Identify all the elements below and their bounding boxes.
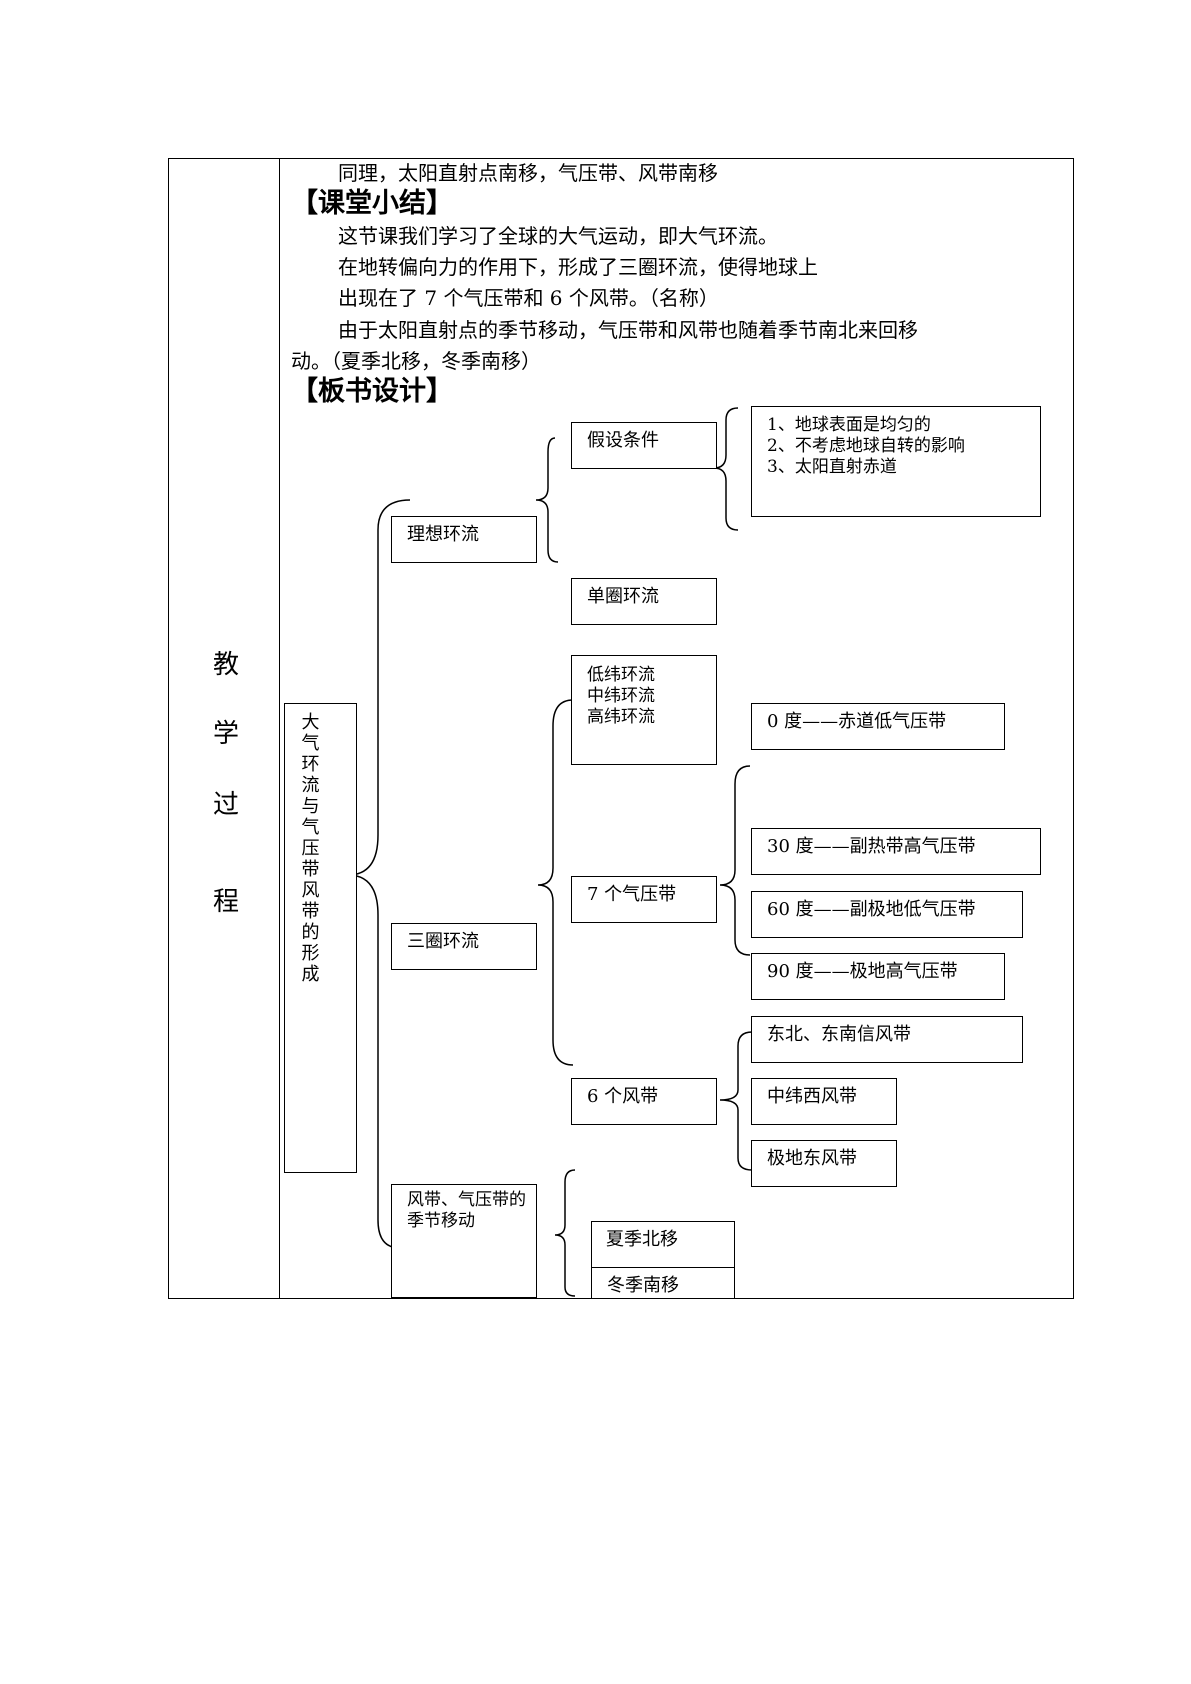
side-label-char: 教: [212, 650, 239, 680]
seasonal-brace: [554, 1169, 576, 1297]
root-label: 大气环流与气压带风带的形成: [301, 712, 320, 985]
ideal-brace: [535, 437, 559, 563]
winter-label: 冬季南移: [607, 1275, 679, 1296]
assumption-label: 假设条件: [587, 430, 659, 451]
wind-belts-label: 6 个风带: [587, 1086, 659, 1107]
summary-line: 这节课我们学习了全球的大气运动，即大气环流。: [338, 224, 778, 248]
pressure-belts-box: [571, 876, 717, 923]
wind-item: 中纬西风带: [767, 1086, 857, 1107]
cells-box: [571, 655, 717, 765]
summary-line: 在地转偏向力的作用下，形成了三圈环流，使得地球上: [338, 255, 818, 279]
root-brace: [347, 499, 411, 1249]
summer-box: [591, 1221, 735, 1268]
summary-line: 出现在了 7 个气压带和 6 个风带。（名称）: [338, 286, 719, 310]
pressure-item-box: [751, 703, 1005, 750]
wind-belts-box: [571, 1078, 717, 1125]
pressure-item-box: [751, 828, 1041, 875]
board-heading: 【板书设计】: [291, 376, 453, 407]
pressure-item: 30 度——副热带高气压带: [767, 836, 976, 857]
side-label-char: 学: [212, 719, 239, 749]
side-label-char: 程: [212, 887, 239, 917]
wind-item-box: [751, 1140, 897, 1187]
pressure-item: 0 度——赤道低气压带: [767, 711, 947, 732]
seasonal-label: 风带、气压带的季节移动: [407, 1190, 526, 1231]
assumption-brace: [713, 407, 739, 531]
pressure-item-box: [751, 953, 1005, 1000]
wind-brace: [719, 1031, 753, 1171]
three-cell-box: [391, 923, 537, 970]
pressure-brace: [719, 765, 751, 956]
ideal-circulation-box: [391, 516, 537, 563]
summary-line: 动。（夏季北移，冬季南移）: [291, 349, 541, 373]
assumption-items: 1、地球表面是均匀的 2、不考虑地球自转的影响 3、太阳直射赤道: [767, 415, 965, 478]
side-label-char: 过: [212, 790, 239, 820]
wind-item: 极地东风带: [767, 1148, 857, 1169]
root-box: [284, 703, 357, 1173]
cells-list: 低纬环流 中纬环流 高纬环流: [587, 665, 655, 728]
pressure-item-box: [751, 891, 1023, 938]
pressure-belts-label: 7 个气压带: [587, 884, 677, 905]
cell-item: 低纬环流: [587, 665, 655, 685]
pressure-item: 90 度——极地高气压带: [767, 961, 958, 982]
three-cell-brace: [537, 699, 574, 1066]
assumption-item: 1、地球表面是均匀的: [767, 415, 931, 435]
cell-item: 中纬环流: [587, 686, 655, 706]
three-cell-label: 三圈环流: [407, 931, 479, 952]
pressure-item: 60 度——副极地低气压带: [767, 899, 976, 920]
assumption-item: 3、太阳直射赤道: [767, 457, 897, 477]
assumption-items-box: [751, 406, 1041, 517]
wind-item-box: [751, 1078, 897, 1125]
single-cell-box: [571, 578, 717, 625]
assumption-item: 2、不考虑地球自转的影响: [767, 436, 965, 456]
assumption-box: [571, 422, 717, 469]
summary-heading: 【课堂小结】: [291, 188, 453, 219]
summer-label: 夏季北移: [606, 1229, 678, 1250]
cell-item: 高纬环流: [587, 707, 655, 727]
intro-line: 同理，太阳直射点南移，气压带、风带南移: [338, 161, 718, 185]
ideal-circulation-label: 理想环流: [407, 524, 479, 545]
seasonal-box: [391, 1184, 537, 1298]
single-cell-label: 单圈环流: [587, 586, 659, 607]
table-column-divider: [279, 158, 280, 1299]
wind-item: 东北、东南信风带: [767, 1024, 911, 1045]
summary-line: 由于太阳直射点的季节移动，气压带和风带也随着季节南北来回移: [338, 318, 918, 342]
wind-item-box: [751, 1016, 1023, 1063]
